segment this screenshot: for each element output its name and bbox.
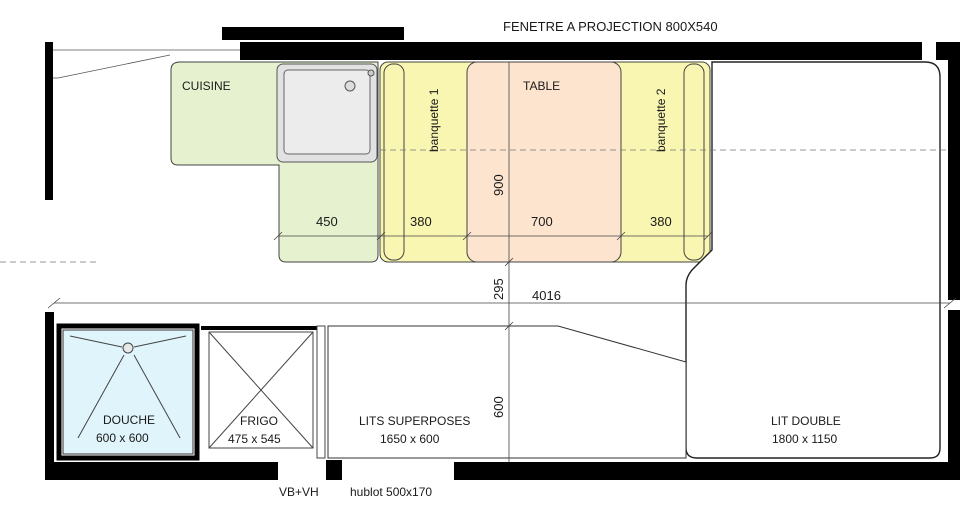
- lits-superposes-dimension: 1650 x 600: [380, 432, 440, 446]
- bottom-wall-mid: [326, 460, 342, 480]
- shower-drain: [122, 342, 134, 354]
- banquette-1-backrest: [383, 63, 405, 261]
- right-wall-upper: [948, 60, 960, 300]
- lit-double-label: LIT DOUBLE: [771, 414, 841, 428]
- table-label: TABLE: [523, 79, 560, 93]
- top-window-frame: [222, 27, 404, 40]
- bottom-left-wall-vertical: [45, 312, 54, 480]
- dim-295: 295: [491, 278, 506, 300]
- lits-superposes-label: LITS SUPERPOSES: [359, 414, 470, 428]
- douche-label: DOUCHE: [103, 413, 155, 427]
- banquette-2-backrest: [683, 63, 705, 261]
- sink-drain: [344, 80, 356, 92]
- dimension-lines: [47, 62, 957, 462]
- bottom-wall-left: [45, 462, 278, 480]
- lit-double-bed: [685, 61, 941, 459]
- dim-4016: 4016: [532, 288, 561, 303]
- dim-380-right: 380: [650, 214, 672, 229]
- frigo-diagonal-2: [208, 331, 314, 449]
- banquette-2-label: banquette 2: [654, 88, 668, 152]
- cuisine-label: CUISINE: [182, 79, 231, 93]
- top-right-wall: [936, 42, 960, 60]
- banquette-1-label: banquette 1: [427, 88, 441, 152]
- vb-vh-label: VB+VH: [279, 485, 319, 499]
- sink-basin-inner: [283, 69, 371, 155]
- top-wall: [240, 42, 922, 60]
- sink-tap: [367, 69, 375, 77]
- right-wall-lower: [948, 310, 960, 480]
- dim-380-left: 380: [410, 214, 432, 229]
- dim-700: 700: [531, 214, 553, 229]
- entrance-lines: [53, 49, 240, 79]
- douche-dimension: 600 x 600: [96, 431, 149, 445]
- shower-slope-lines: [69, 335, 187, 439]
- table: [466, 61, 622, 263]
- window-top-label: FENETRE A PROJECTION 800X540: [503, 19, 718, 34]
- frigo-dimension: 475 x 545: [228, 432, 281, 446]
- lit-double-dimension: 1800 x 1150: [772, 432, 837, 446]
- dim-900: 900: [491, 174, 506, 196]
- top-wall-left-stub: [45, 42, 53, 200]
- bottom-wall-right: [454, 462, 960, 480]
- frigo-label: FRIGO: [240, 414, 278, 428]
- shower-frame: [56, 323, 200, 461]
- walls: [45, 27, 960, 480]
- dim-450: 450: [316, 214, 338, 229]
- dim-600: 600: [491, 396, 506, 418]
- frigo-cabinet: [201, 326, 325, 330]
- hublot-label: hublot 500x170: [350, 485, 432, 499]
- frigo-side-panel: [316, 325, 326, 459]
- lits-superposes-bed: [327, 325, 687, 459]
